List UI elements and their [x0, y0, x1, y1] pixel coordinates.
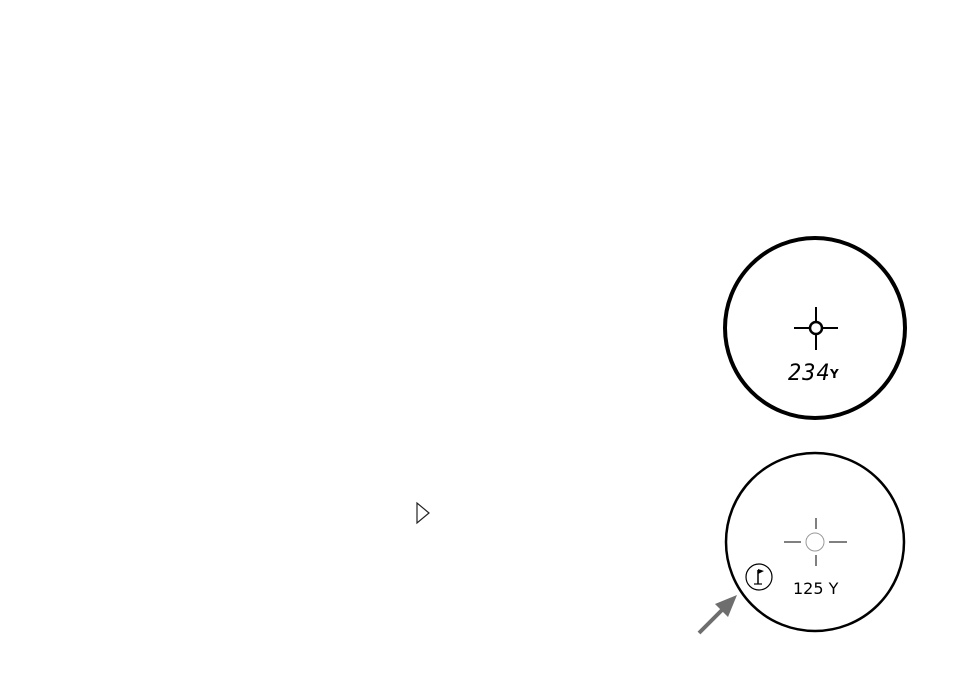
target-circle: [806, 533, 824, 551]
viewfinder-top: 234 Y: [725, 238, 905, 418]
viewfinder-bottom: 125 Y: [726, 453, 904, 631]
flag-icon: [746, 564, 772, 590]
distance-unit: Y: [829, 367, 839, 381]
pointer-arrow-icon: [699, 595, 737, 633]
distance-readout: 234: [788, 361, 831, 386]
play-triangle-icon[interactable]: [417, 503, 429, 523]
distance-readout-bottom: 125 Y: [793, 579, 839, 598]
